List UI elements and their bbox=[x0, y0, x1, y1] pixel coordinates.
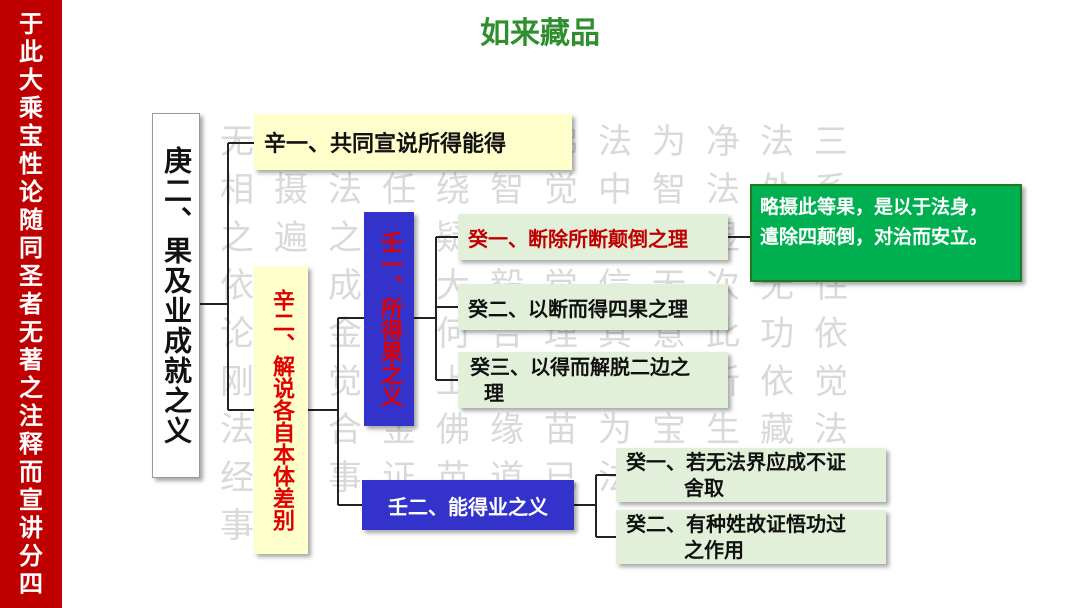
node-gui3: 癸三、以得而解脱二边之 理 bbox=[458, 352, 728, 408]
sidebar-vertical-title: 于此大乘宝性论随同圣者无著之注释而宣讲分四 bbox=[0, 0, 62, 608]
node-gui4-line2: 舍取 bbox=[684, 476, 724, 500]
sidebar-char: 大 bbox=[19, 66, 43, 94]
node-ren1: 壬一、所得果之义 bbox=[364, 212, 414, 426]
node-xin2: 辛二、解说各自本体差别 bbox=[254, 266, 308, 554]
node-gui4: 癸一、若无法界应成不证 舍取 bbox=[616, 448, 886, 502]
sidebar-char: 注 bbox=[19, 402, 43, 430]
sidebar-char: 分 bbox=[19, 542, 43, 570]
node-gui4-line1: 癸一、若无法界应成不证 bbox=[626, 450, 846, 474]
sidebar-char: 圣 bbox=[19, 262, 43, 290]
node-gui1: 癸一、断除所断颠倒之理 bbox=[458, 214, 728, 260]
sidebar-char: 于 bbox=[19, 10, 43, 38]
sidebar-char: 释 bbox=[19, 430, 43, 458]
sidebar-char: 无 bbox=[19, 318, 43, 346]
sidebar-char: 随 bbox=[19, 206, 43, 234]
page-title: 如来藏品 bbox=[480, 16, 600, 51]
sidebar-char: 而 bbox=[19, 458, 43, 486]
sidebar-char: 性 bbox=[19, 150, 43, 178]
sidebar-char: 讲 bbox=[19, 514, 43, 542]
note-line1: 略摄此等果，是以于法身， bbox=[760, 196, 989, 218]
node-gui5: 癸二、有种姓故证悟功过 之作用 bbox=[616, 510, 886, 564]
sidebar-char: 论 bbox=[19, 178, 43, 206]
node-gui3-line2: 理 bbox=[484, 381, 504, 405]
sidebar-char: 之 bbox=[19, 374, 43, 402]
node-xin1: 辛一、共同宣说所得能得 bbox=[254, 114, 572, 170]
sidebar-char: 宝 bbox=[19, 122, 43, 150]
node-gui5-line2: 之作用 bbox=[684, 538, 744, 562]
sidebar-char: 宣 bbox=[19, 486, 43, 514]
sidebar-char: 者 bbox=[19, 290, 43, 318]
note-line2: 遣除四颠倒，对治而安立。 bbox=[760, 226, 989, 248]
sidebar-char: 乘 bbox=[19, 94, 43, 122]
node-root: 庚二、果及业成就之义 bbox=[152, 113, 200, 478]
sidebar-char: 著 bbox=[19, 346, 43, 374]
node-gui3-line1: 癸三、以得而解脱二边之 bbox=[470, 355, 690, 379]
note-verse: 略摄此等果，是以于法身， 遣除四颠倒，对治而安立。 bbox=[750, 184, 1022, 282]
sidebar-char: 同 bbox=[19, 234, 43, 262]
node-gui5-line1: 癸二、有种姓故证悟功过 bbox=[626, 512, 846, 536]
sidebar-char: 此 bbox=[19, 38, 43, 66]
sidebar-char: 四 bbox=[19, 570, 43, 598]
node-gui2: 癸二、以断而得四果之理 bbox=[458, 284, 728, 330]
node-ren2: 壬二、能得业之义 bbox=[362, 480, 574, 530]
